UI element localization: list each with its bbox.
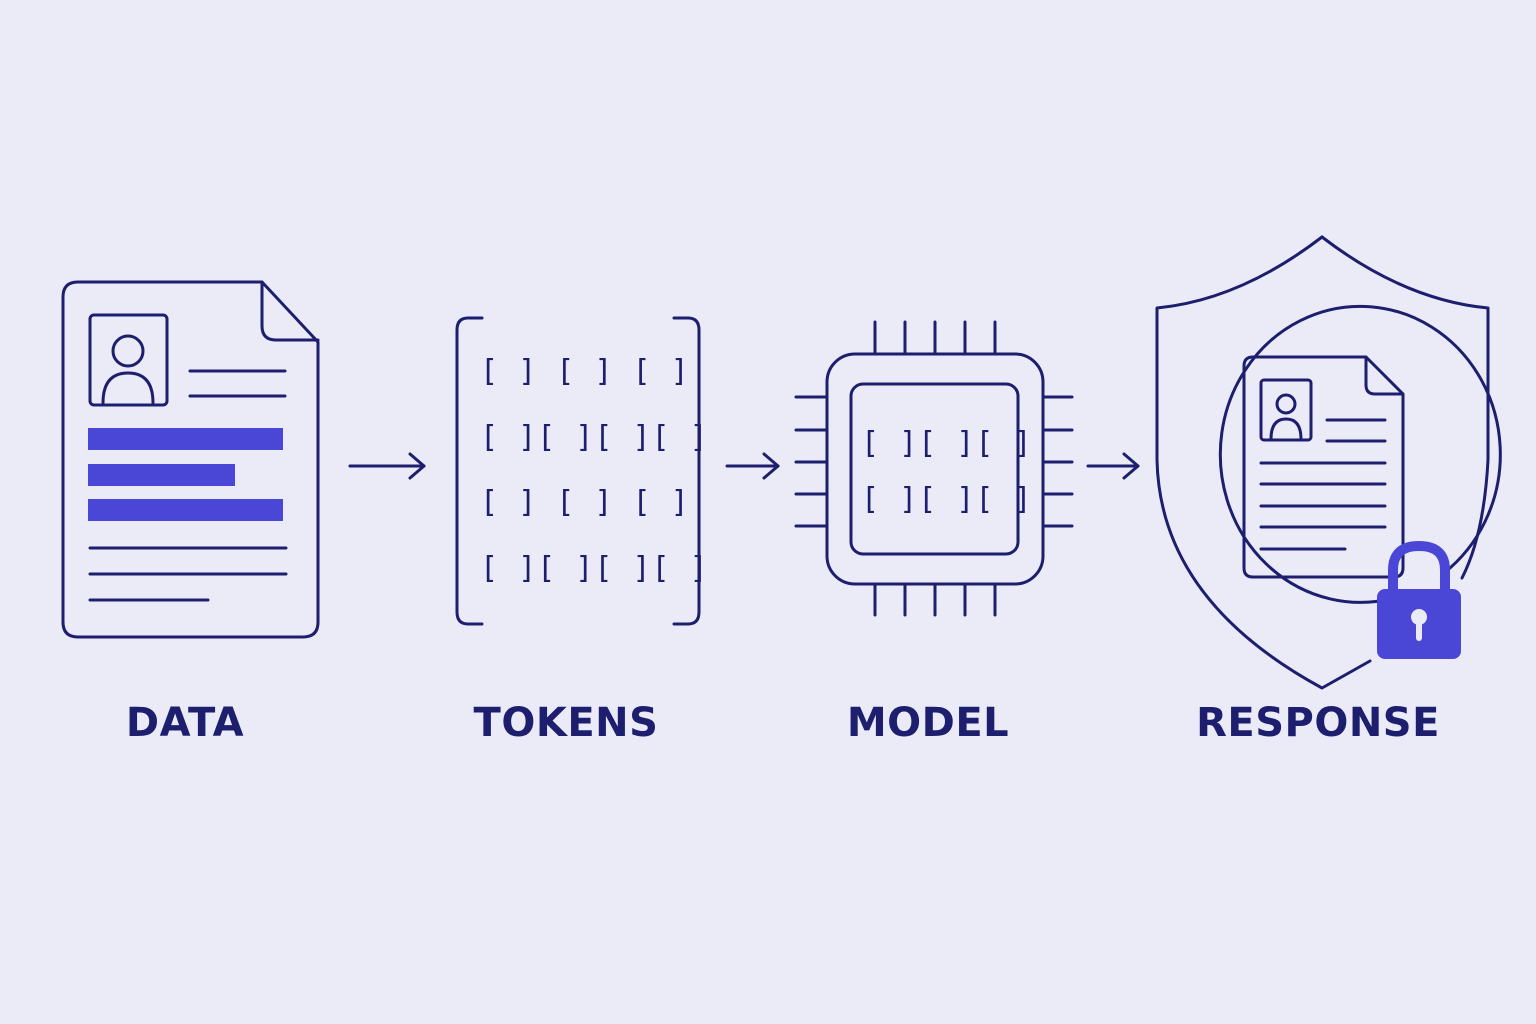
- stage-label-data: DATA: [125, 700, 245, 746]
- arrow-right-icon: [725, 452, 780, 480]
- stage-label-model: MODEL: [846, 700, 1010, 746]
- svg-text:[ ][ ][ ][ ]: [ ][ ][ ][ ]: [480, 420, 709, 455]
- svg-text:[ ][ ][ ]: [ ][ ][ ]: [861, 482, 1033, 517]
- svg-text:[ ] [ ] [ ]: [ ] [ ] [ ]: [480, 354, 690, 389]
- arrow-right-icon: [1086, 452, 1140, 480]
- chip-icon: [ ][ ][ ] [ ][ ][ ]: [794, 320, 1074, 617]
- document-icon: [61, 280, 320, 639]
- highlight-bar: [88, 464, 235, 486]
- svg-text:[ ][ ][ ]: [ ][ ][ ]: [861, 426, 1033, 461]
- svg-text:[ ] [ ] [ ]: [ ] [ ] [ ]: [480, 485, 690, 520]
- stage-label-tokens: TOKENS: [473, 700, 659, 746]
- highlight-bar: [88, 499, 283, 521]
- stage-label-response: RESPONSE: [1196, 700, 1440, 746]
- lock-icon: [1377, 540, 1461, 659]
- document-icon: [1242, 355, 1405, 579]
- token-matrix-icon: [ ] [ ] [ ] [ ][ ][ ][ ] [ ] [ ] [ ] [ ]…: [455, 316, 709, 626]
- svg-text:[ ][ ][ ][ ]: [ ][ ][ ][ ]: [480, 551, 709, 586]
- highlight-bar: [88, 428, 283, 450]
- shield-lock-icon: [1155, 235, 1502, 690]
- arrow-right-icon: [348, 452, 426, 480]
